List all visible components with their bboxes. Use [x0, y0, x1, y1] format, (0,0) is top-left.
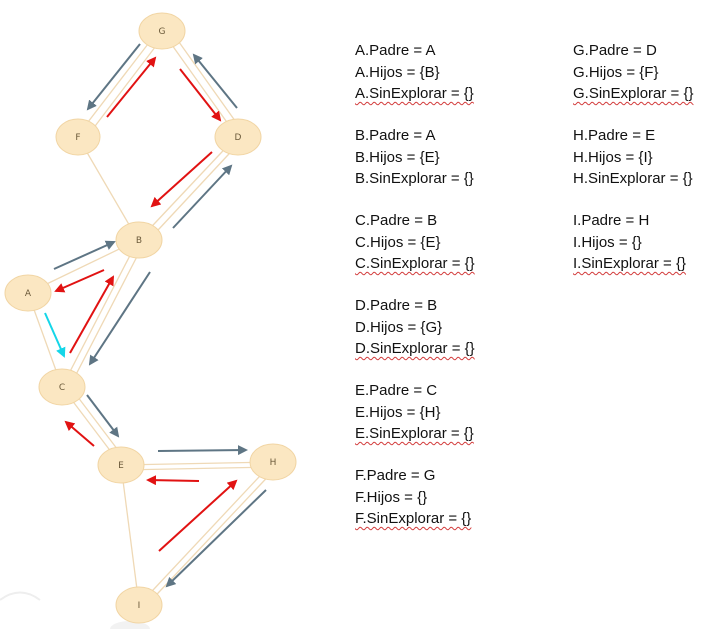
node-a-label: A [25, 289, 32, 299]
graph-nodes: G F D B A C E H [4, 12, 297, 624]
c-sinexplorar: C.SinExplorar = {} [355, 255, 475, 272]
arrow-red-g-to-d [179, 68, 222, 122]
e-padre: E.Padre = C [355, 382, 438, 399]
arrow-red-h-to-e [146, 475, 200, 486]
i-padre: I.Padre = H [573, 212, 650, 229]
edge-d-b [138, 136, 237, 241]
arrow-red-c-to-b [69, 275, 114, 354]
node-e-label: E [118, 461, 124, 471]
arrow-cyan-a-to-c [44, 312, 66, 358]
g-padre: G.Padre = D [573, 42, 657, 59]
h-sinexplorar: H.SinExplorar = {} [573, 170, 693, 187]
arrow-red-d-to-b [150, 151, 213, 208]
g-hijos: G.Hijos = {F} [573, 63, 659, 81]
node-b: B [115, 221, 163, 259]
arrow-gray-b-to-d [172, 164, 233, 229]
node-g: G [138, 12, 186, 50]
b-sinexplorar: B.SinExplorar = {} [355, 170, 474, 187]
info-block-c: C.Padre = B C.Hijos = {E} C.SinExplorar … [355, 210, 475, 275]
h-hijos: H.Hijos = {I} [573, 148, 653, 166]
d-hijos: D.Hijos = {G} [355, 318, 443, 336]
h-padre: H.Padre = E [573, 127, 656, 144]
a-hijos: A.Hijos = {B} [355, 63, 440, 81]
arrow-gray-g-to-f [86, 43, 141, 111]
node-d-label: D [235, 133, 242, 143]
node-b-label: B [136, 236, 142, 246]
g-sinexplorar: G.SinExplorar = {} [573, 85, 694, 102]
info-block-d: D.Padre = B D.Hijos = {G} D.SinExplorar … [355, 295, 475, 360]
node-i: I [115, 586, 163, 624]
c-hijos: C.Hijos = {E} [355, 233, 441, 251]
arrow-red-f-to-g [106, 56, 157, 118]
i-hijos: I.Hijos = {} [573, 233, 642, 251]
edge-e-i [120, 464, 140, 606]
arrow-gray-h-to-i [165, 489, 267, 588]
d-sinexplorar: D.SinExplorar = {} [355, 340, 475, 357]
f-padre: F.Padre = G [355, 467, 436, 484]
i-sinexplorar: I.SinExplorar = {} [573, 255, 686, 272]
node-g-label: G [159, 27, 166, 37]
f-sinexplorar: F.SinExplorar = {} [355, 510, 472, 527]
info-block-h: H.Padre = E H.Hijos = {I} H.SinExplorar … [573, 125, 693, 190]
node-i-label: I [138, 601, 141, 611]
arrow-gray-c-to-e [86, 394, 120, 438]
e-sinexplorar: E.SinExplorar = {} [355, 425, 474, 442]
d-padre: D.Padre = B [355, 297, 438, 314]
edge-e-h [120, 461, 274, 466]
edge-g-d [161, 30, 237, 136]
info-block-b: B.Padre = A B.Hijos = {E} B.SinExplorar … [355, 125, 474, 190]
traversal-arrows [44, 43, 267, 588]
edge-h-i [138, 461, 274, 606]
node-a: A [4, 274, 52, 312]
a-padre: A.Padre = A [355, 42, 436, 59]
f-hijos: F.Hijos = {} [355, 488, 428, 506]
graph-edges [27, 27, 278, 610]
info-block-f: F.Padre = G F.Hijos = {} F.SinExplorar =… [355, 465, 471, 530]
b-hijos: B.Hijos = {E} [355, 148, 440, 166]
node-c-label: C [59, 383, 65, 393]
info-block-e: E.Padre = C E.Hijos = {H} E.SinExplorar … [355, 380, 474, 445]
node-f: F [55, 118, 101, 156]
arrow-red-i-to-h [158, 479, 238, 552]
node-d: D [214, 118, 262, 156]
arrow-gray-d-to-g [192, 53, 238, 109]
arrow-gray-b-to-c [88, 271, 151, 366]
arrow-gray-e-to-h [157, 445, 248, 456]
node-h-label: H [270, 458, 277, 468]
node-c: C [38, 368, 86, 406]
node-e: E [97, 446, 145, 484]
arrow-red-e-to-c [64, 420, 95, 447]
a-sinexplorar: A.SinExplorar = {} [355, 85, 474, 102]
arrow-red-b-to-a [54, 269, 105, 293]
info-block-a: A.Padre = A A.Hijos = {B} A.SinExplorar … [355, 40, 474, 105]
edge-b-c [61, 239, 139, 388]
node-f-label: F [75, 133, 80, 143]
c-padre: C.Padre = B [355, 212, 438, 229]
e-hijos: E.Hijos = {H} [355, 403, 441, 421]
info-block-g: G.Padre = D G.Hijos = {F} G.SinExplorar … [573, 40, 693, 105]
node-h: H [249, 443, 297, 481]
b-padre: B.Padre = A [355, 127, 436, 144]
edge-g-f [77, 30, 159, 136]
info-block-i: I.Padre = H I.Hijos = {} I.SinExplorar =… [573, 210, 686, 275]
edge-f-b [77, 136, 139, 241]
arrow-gray-a-to-b [53, 240, 116, 270]
